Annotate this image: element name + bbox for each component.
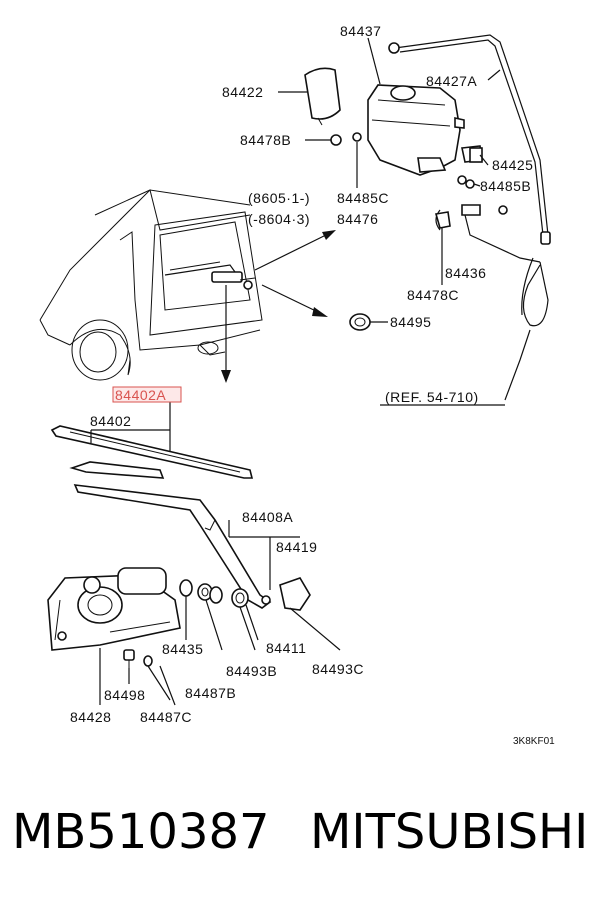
label-84425: 84425 [492, 157, 533, 173]
label-84498: 84498 [104, 687, 145, 703]
parts-diagram: 84437 84422 84427A 84478B 84425 84485B (… [39, 23, 555, 747]
brand-name: MITSUBISHI [310, 804, 589, 860]
label-84485C: 84485C [337, 190, 389, 206]
label-84422: 84422 [222, 84, 263, 100]
label-84411: 84411 [266, 640, 306, 656]
bolt-84485B [465, 179, 475, 189]
arm-cap [279, 577, 311, 611]
label-84437: 84437 [340, 23, 381, 39]
grommet-84478B [330, 134, 342, 146]
label-84476: 84476 [337, 211, 378, 227]
washer-tank [367, 84, 483, 185]
bracket-84425 [469, 147, 483, 163]
nut-84495 [349, 313, 371, 331]
label-ref: (REF. 54-710) [385, 389, 479, 405]
label-84478B: 84478B [240, 132, 291, 148]
label-84427A: 84427A [426, 73, 477, 89]
label-84402: 84402 [90, 413, 131, 429]
pump-84436 [434, 204, 541, 263]
bolt-84498 [123, 649, 135, 668]
callout-arrows [221, 230, 336, 383]
label-84495: 84495 [390, 314, 431, 330]
hose-loop [521, 257, 549, 327]
part-labels: 84437 84422 84427A 84478B 84425 84485B (… [70, 23, 555, 747]
label-84478C: 84478C [407, 287, 459, 303]
label-84487C: 84487C [140, 709, 192, 725]
highlight-box [112, 386, 182, 403]
wiper-motor [47, 567, 181, 651]
washer-hose [388, 34, 551, 245]
label-84485B: 84485B [480, 178, 531, 194]
label-84408A: 84408A [242, 509, 293, 525]
label-8604: (-8604·3) [248, 211, 310, 227]
footer: MB510387 MITSUBISHI [0, 800, 600, 870]
label-84436: 84436 [445, 265, 486, 281]
leader-lines [90, 37, 531, 706]
label-84402A: 84402A [115, 387, 166, 403]
label-84487B: 84487B [185, 685, 236, 701]
washer-84487C [143, 655, 153, 667]
label-84493B: 84493B [226, 663, 277, 679]
label-8605: (8605·1-) [248, 190, 310, 206]
washer-cap [304, 67, 341, 120]
wiper-arm [73, 484, 272, 609]
part-number: MB510387 [12, 804, 270, 860]
label-84435: 84435 [162, 641, 203, 657]
seal-parts [179, 579, 249, 608]
wiper-blade [50, 425, 254, 479]
label-84419: 84419 [276, 539, 317, 555]
vehicle-outline [39, 189, 263, 381]
nut-84485C [352, 132, 362, 142]
label-84428: 84428 [70, 709, 111, 725]
drawing-code: 3K8KF01 [513, 736, 555, 747]
label-84493C: 84493C [312, 661, 364, 677]
